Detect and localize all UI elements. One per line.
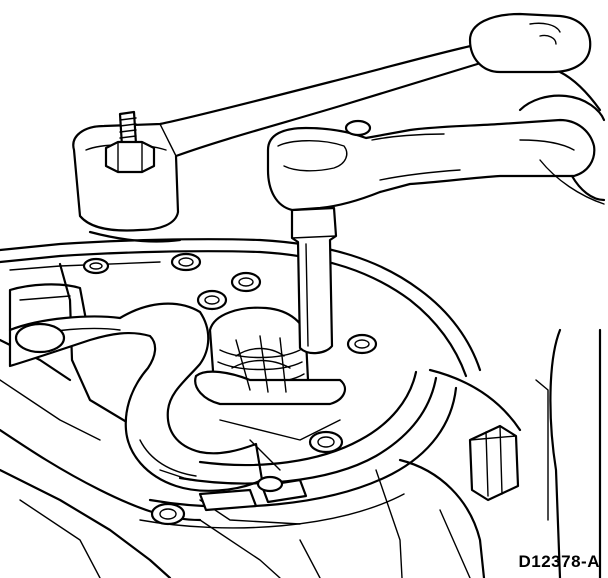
- stud-nut: [104, 110, 156, 174]
- bolt-icon: [196, 289, 228, 311]
- shift-lever-base: [194, 306, 347, 406]
- ratchet-handle: [266, 118, 596, 212]
- socket-extension: [290, 206, 338, 355]
- hex-plug: [468, 424, 520, 502]
- figure-code: D12378-A: [518, 552, 600, 571]
- bolt-icon: [346, 333, 378, 355]
- bolt-icon: [230, 271, 262, 293]
- detent-plate: [139, 370, 458, 529]
- bolt-icon: [308, 430, 344, 454]
- transmission-case: [0, 328, 602, 578]
- bolt-icon: [170, 252, 202, 272]
- bolt-icon: [256, 475, 284, 493]
- support-bracket: [72, 12, 606, 243]
- flange-bolts: [82, 252, 378, 526]
- bolt-icon: [82, 257, 110, 275]
- bolt-icon: [150, 502, 186, 526]
